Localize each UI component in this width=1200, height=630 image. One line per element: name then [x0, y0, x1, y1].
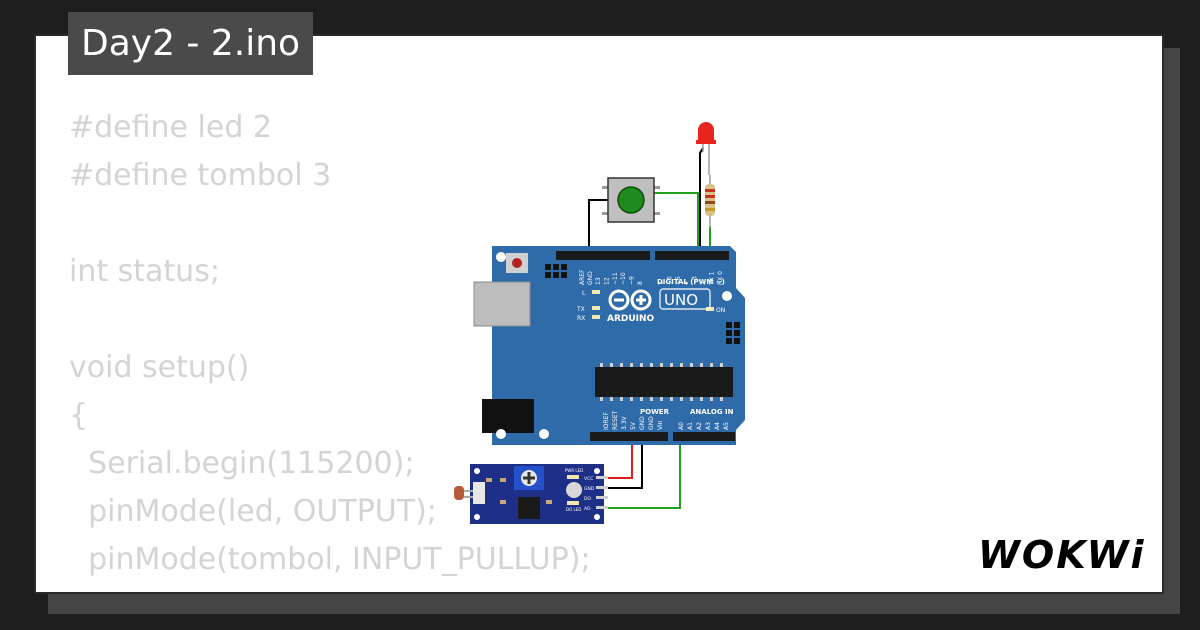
pin-label: 8	[637, 281, 644, 285]
pin-label: 3.3V	[621, 415, 628, 430]
sensor-pin-label: AO	[584, 506, 591, 512]
pin-label: A5	[723, 422, 730, 430]
led-l-label: L	[582, 290, 586, 297]
circuit-diagram: DIGITAL (PWM ~) UNO ARDUINO L TX RX ON P…	[454, 122, 745, 524]
code-line: int status;	[69, 254, 220, 289]
sensor-pwr-led-label: PWR LED	[565, 468, 583, 473]
pin-label: GND	[587, 271, 594, 285]
digital-header-label: DIGITAL (PWM ~)	[657, 278, 725, 286]
sensor-pin-label: VCC	[584, 476, 593, 482]
arduino-infinity-logo	[608, 289, 652, 311]
pin-label: Vin	[657, 420, 664, 430]
pin-label: RESET	[612, 410, 619, 430]
code-line: {	[69, 398, 89, 433]
led-gnd-wire	[699, 147, 704, 252]
code-line: Serial.begin(115200);	[69, 446, 415, 481]
pin-label: ~3	[692, 276, 699, 285]
pin-label: IOREF	[603, 412, 610, 430]
uno-label: UNO	[664, 291, 698, 309]
arduino-uno-board[interactable]: DIGITAL (PWM ~) UNO ARDUINO L TX RX ON P…	[473, 246, 745, 445]
wires	[588, 147, 711, 509]
sensor-pin-labels: VCC GND DO AO	[584, 476, 595, 512]
pin-label: A1	[687, 422, 694, 430]
code-line: pinMode(led, OUTPUT);	[69, 494, 437, 529]
code-preview: #define led 2 #define tombol 3 int status;…	[69, 104, 591, 592]
pin-label: GND	[639, 416, 646, 430]
pin-label: TX 1	[708, 271, 715, 286]
pin-label: 4	[683, 281, 690, 285]
button-gnd-wire	[588, 199, 609, 253]
analog-header-label: ANALOG IN	[690, 408, 734, 416]
sensor-do-led-label: DO LED	[566, 507, 581, 512]
pin-label: ~5	[675, 276, 682, 285]
pin-label: RX 0	[717, 271, 724, 285]
pin-label: 13	[595, 277, 602, 285]
sensor-pin-label: GND	[584, 486, 595, 492]
pin-label: ~10	[620, 272, 627, 285]
ldr-sensor-module[interactable]: PWR LED DO LED VCC GND DO AO	[454, 464, 608, 524]
sensor-ao-wire	[608, 440, 681, 509]
wokwi-logo[interactable]: WOKWi	[976, 531, 1148, 577]
code-line: void setup()	[69, 350, 250, 385]
code-line: #define led 2	[69, 110, 272, 145]
pin-label: A0	[678, 422, 685, 430]
led-rx-label: RX	[577, 315, 585, 322]
arduino-label: ARDUINO	[607, 314, 655, 324]
sensor-vcc-wire	[608, 440, 633, 479]
pin-label: ~11	[612, 272, 619, 285]
wokwi-logo-text: WOKWi	[978, 533, 1146, 577]
pin-label: 2	[700, 281, 707, 285]
pin-label: ~6	[666, 276, 673, 285]
led-on-label: ON	[716, 307, 725, 314]
pin-label: A2	[696, 422, 703, 430]
red-led[interactable]	[696, 122, 716, 175]
sensor-gnd-wire	[608, 440, 643, 489]
pin-label: 12	[603, 277, 610, 285]
pin-label: A4	[714, 422, 721, 430]
pin-label: A3	[705, 422, 712, 430]
pin-label: ~9	[629, 276, 636, 285]
resistor[interactable]	[705, 175, 715, 228]
pin-label: AREF	[579, 269, 586, 285]
project-title: Day2 - 2.ino	[68, 12, 314, 75]
pin-label: GND	[648, 416, 655, 430]
pushbutton[interactable]	[602, 177, 660, 223]
button-pin3-wire	[654, 192, 699, 258]
code-line: }	[69, 584, 591, 592]
chip-pins	[600, 363, 723, 401]
power-header-label: POWER	[640, 408, 670, 416]
code-line: pinMode(tombol, INPUT_PULLUP);	[69, 542, 591, 577]
sensor-pin-label: DO	[584, 496, 591, 502]
code-line: #define tombol 3	[69, 158, 332, 193]
pin-label: 5V	[630, 421, 637, 430]
led-tx-label: TX	[576, 306, 585, 313]
pin-label: 7	[658, 281, 665, 285]
